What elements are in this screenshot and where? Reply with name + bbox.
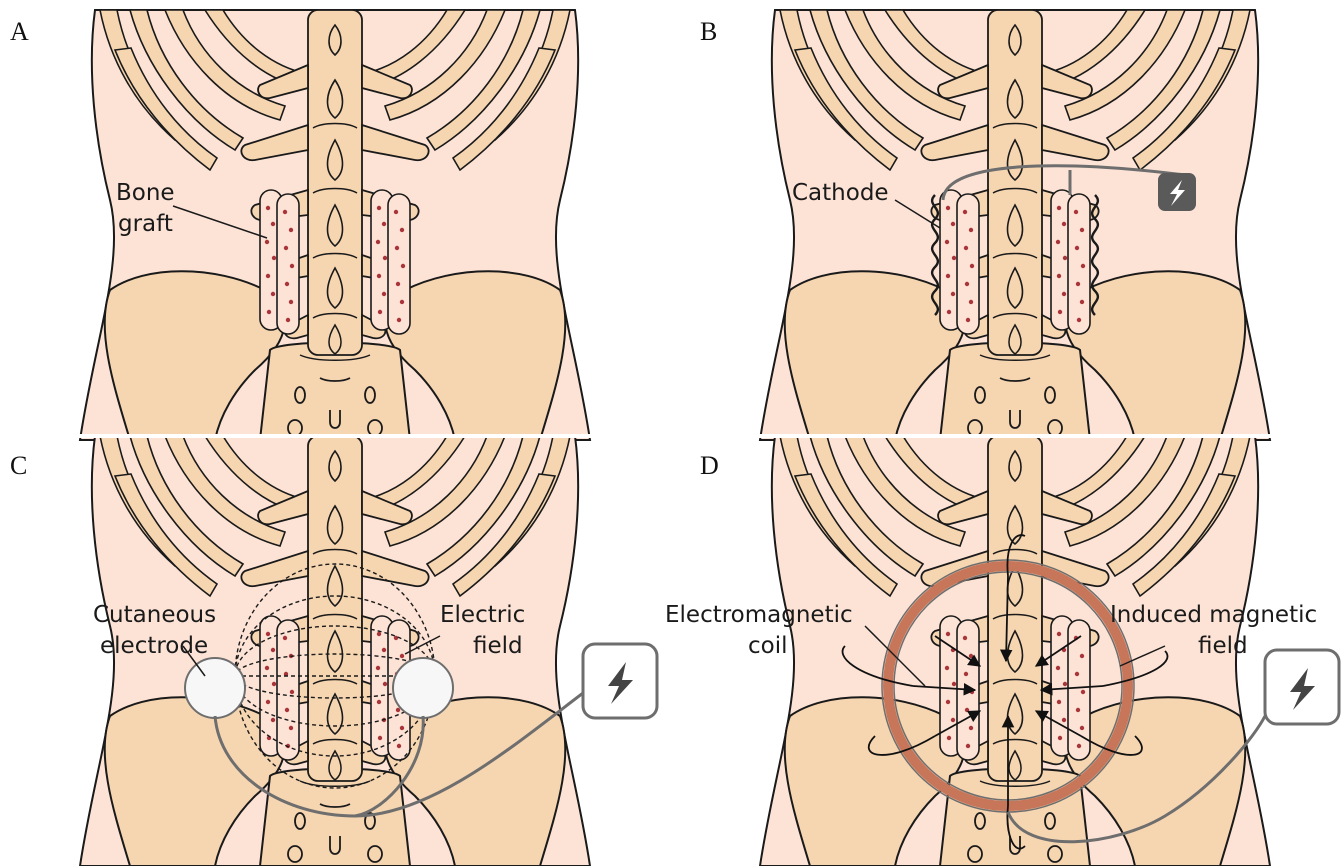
bone-graft-label-line2: graft bbox=[118, 211, 173, 237]
electric-field-label-line1: Electric bbox=[440, 602, 525, 628]
cutaneous-electrode-label-line2: electrode bbox=[100, 633, 208, 659]
bone-graft-label-line1: Bone bbox=[116, 180, 175, 206]
induced-magnetic-field-label-line2: field bbox=[1198, 633, 1248, 659]
stimulator bbox=[1158, 173, 1196, 211]
right-cutaneous-electrode bbox=[393, 658, 453, 718]
electromagnetic-coil-label-line2: coil bbox=[748, 633, 788, 659]
induced-magnetic-field-label-line1: Induced magnetic bbox=[1110, 602, 1317, 628]
panel-b bbox=[760, 10, 1270, 440]
electric-field-label-line2: field bbox=[473, 633, 523, 659]
stimulator bbox=[1265, 650, 1339, 724]
panel-d-label: D bbox=[700, 451, 719, 480]
panel-a-label: A bbox=[10, 17, 29, 46]
stimulator bbox=[583, 644, 657, 718]
panel-d bbox=[760, 436, 1339, 866]
left-cutaneous-electrode bbox=[185, 658, 245, 718]
panel-c-label: C bbox=[10, 451, 27, 480]
panel-b-label: B bbox=[700, 17, 717, 46]
cutaneous-electrode-label-line1: Cutaneous bbox=[93, 602, 216, 628]
cathode-label: Cathode bbox=[792, 180, 889, 206]
electromagnetic-coil-label-line1: Electromagnetic bbox=[665, 602, 853, 628]
